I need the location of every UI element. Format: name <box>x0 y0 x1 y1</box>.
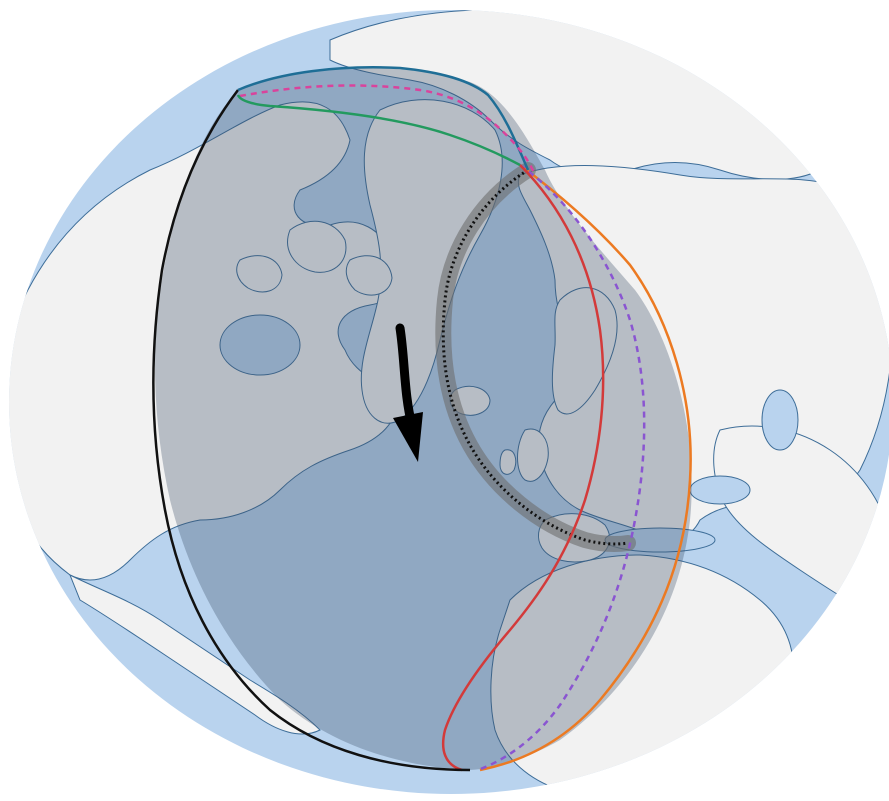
red-boundary <box>441 164 605 772</box>
land-central-america <box>69 573 321 735</box>
hudson-bay <box>219 314 301 376</box>
purple-dashed-boundary <box>477 163 646 772</box>
orange-boundary <box>479 164 692 772</box>
rotation-arrow-head-icon <box>393 412 423 462</box>
land-scandinavia <box>551 287 618 415</box>
black-boundary <box>152 89 471 772</box>
land-arctic-islands <box>236 220 393 296</box>
land-british-isles <box>499 428 549 482</box>
blue-boundary <box>237 66 530 171</box>
black-sea <box>689 475 751 505</box>
green-boundary <box>236 94 521 167</box>
land-north-america <box>9 101 403 581</box>
dotted-arc <box>441 168 629 546</box>
shaded-region <box>155 68 692 771</box>
caspian-sea <box>761 389 799 451</box>
magenta-dashed-boundary <box>239 84 537 176</box>
